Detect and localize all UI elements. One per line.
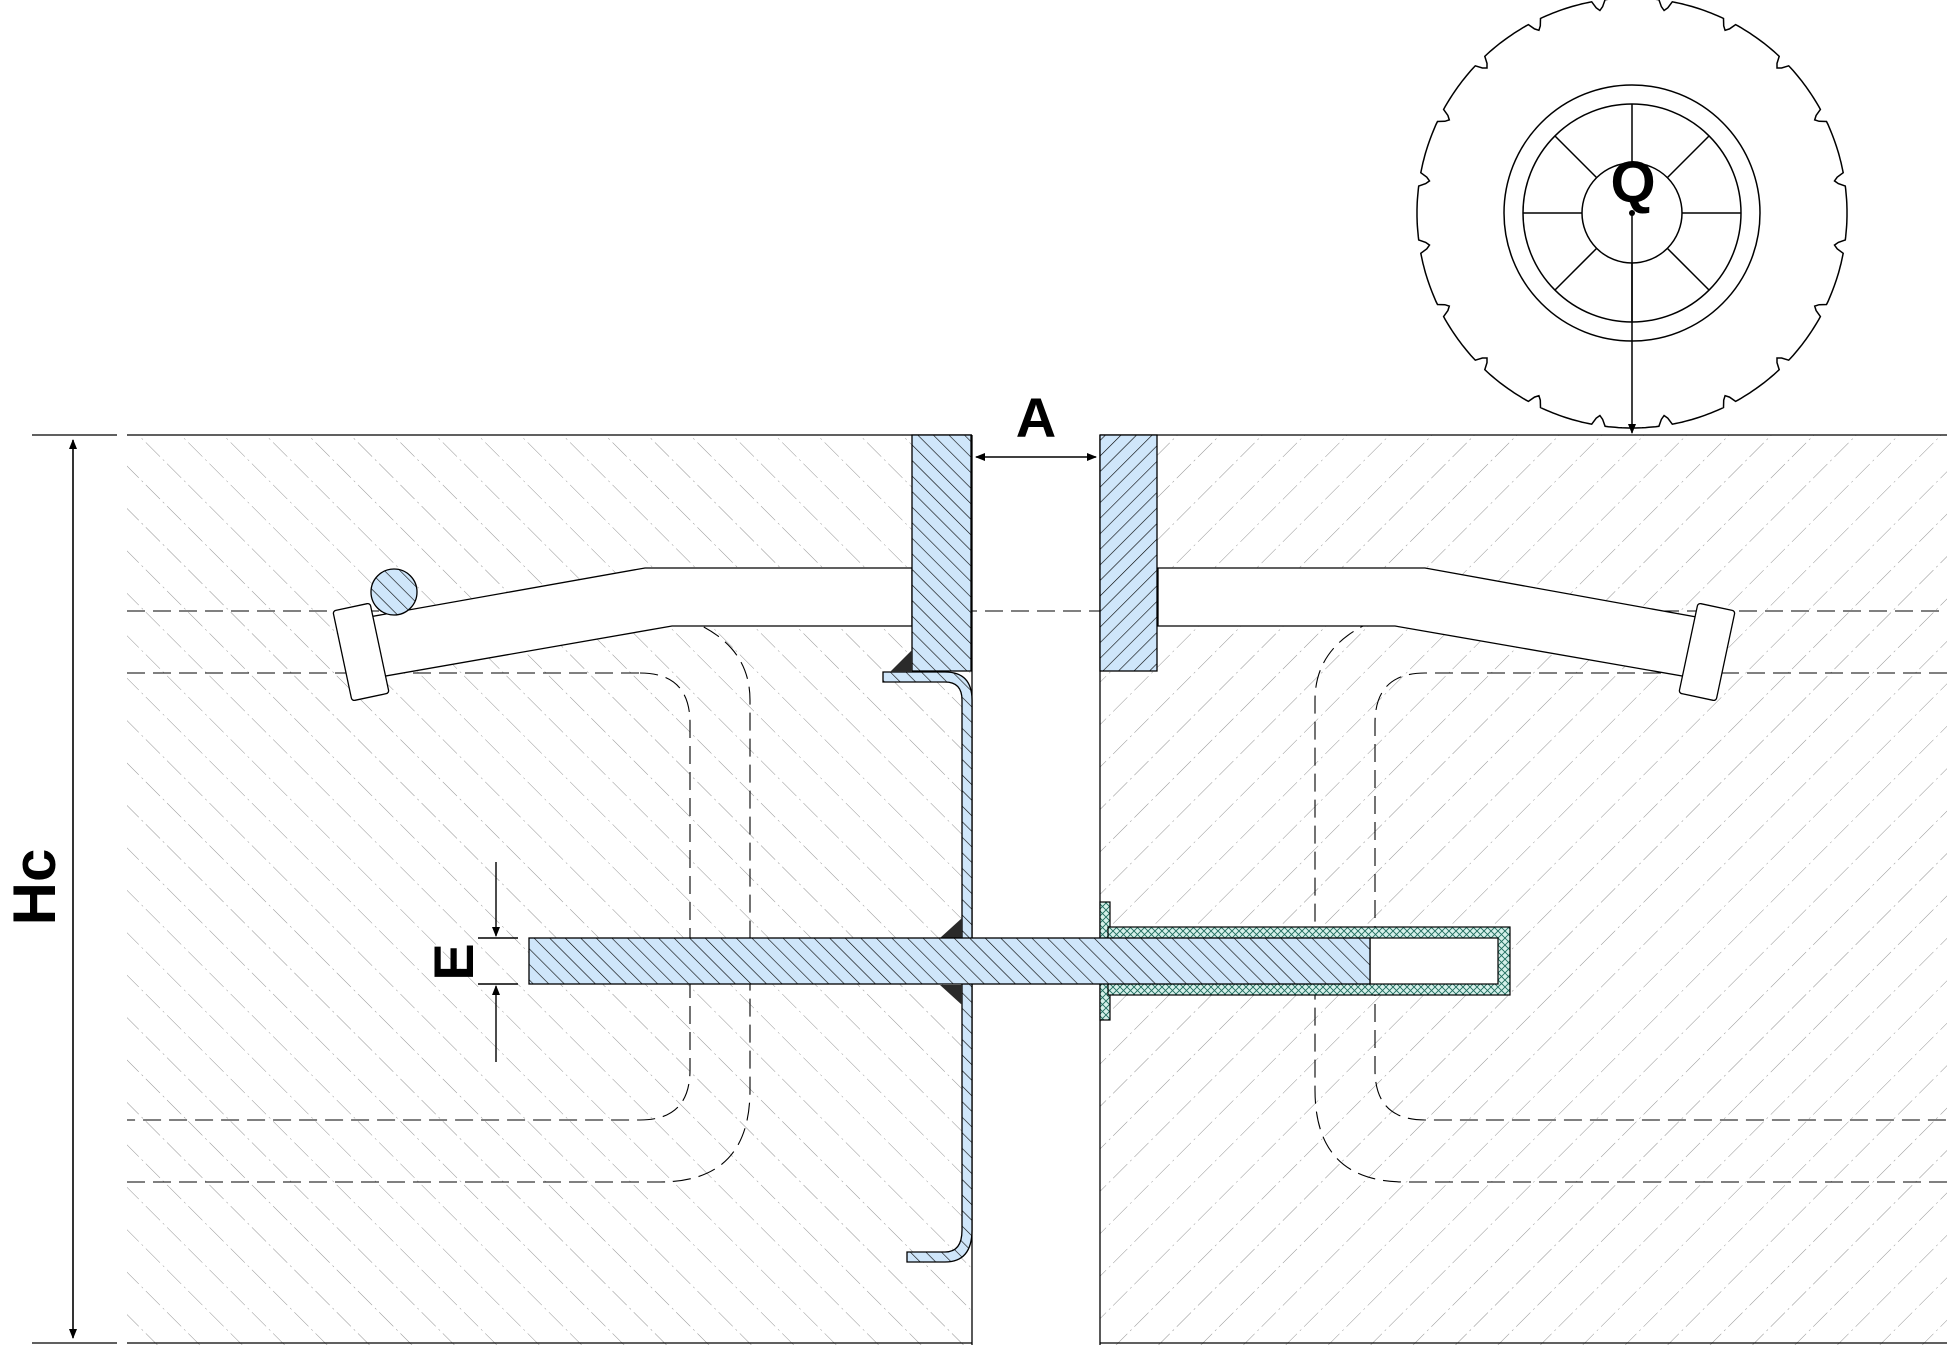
welds <box>890 650 962 1005</box>
dowel-bar <box>528 937 1371 985</box>
load-label: Q <box>1610 150 1655 215</box>
edge-plate-right <box>1099 434 1158 672</box>
bent-sheet <box>882 671 973 1263</box>
gap-label: A <box>1016 386 1056 449</box>
sleeve-void <box>1369 937 1499 985</box>
edge-plate-left <box>911 434 972 672</box>
thickness-dimension <box>478 862 518 1062</box>
anchor-cap-left <box>332 602 390 702</box>
rebar-section <box>370 568 418 616</box>
depth-label: Hc <box>1 849 68 926</box>
thickness-label: E <box>422 943 485 980</box>
anchor-cap-right <box>1678 602 1736 702</box>
